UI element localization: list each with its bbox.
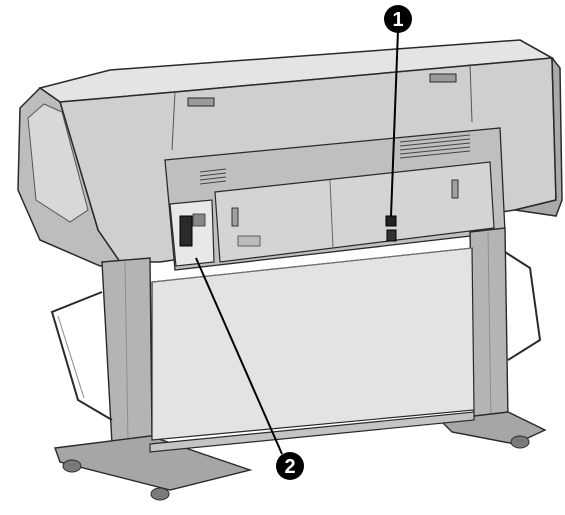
left-foot [54,435,253,491]
printer-body [17,39,563,271]
media-basket [50,247,542,441]
callout-2-leader [195,257,283,455]
callout-2-number: 2 [284,456,295,478]
basket-frame-left [50,291,113,421]
vent-right [399,134,471,159]
top-handle-right [429,73,457,83]
basket-frame-right [504,251,542,361]
caster-back-left [150,487,170,501]
callout-1-leader [390,29,399,217]
door-latch-left [231,207,239,227]
right-end-cap [514,39,563,217]
power-switch [385,215,397,227]
rear-access-door [214,161,495,263]
printer-stand [54,227,547,501]
left-leg [101,257,153,445]
callout-2-marker [276,452,304,480]
callout-1: 1 [384,5,412,217]
vent-left [199,168,227,185]
connector-port [179,215,193,247]
caster-front-left [62,459,82,473]
top-handle-left [187,97,215,107]
stand-crossbar [149,411,475,453]
callout-1-number: 1 [392,9,403,31]
power-socket [386,229,397,242]
left-end-cap-bevel [27,103,89,223]
caster-back-right [510,435,530,449]
callout-2: 2 [195,257,304,480]
callout-1-marker [384,5,412,33]
rear-label [237,235,261,247]
door-latch-right [451,179,459,199]
